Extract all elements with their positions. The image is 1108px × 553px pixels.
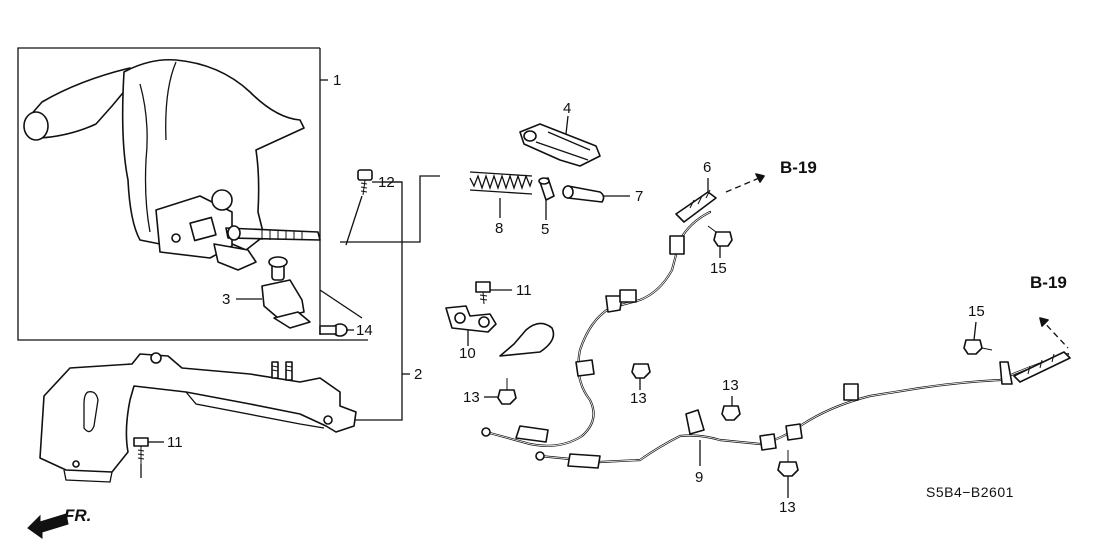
drawing-code: S5B4−B2601 [926, 484, 1014, 500]
clip-10 [445, 305, 497, 333]
callout-6: 6 [703, 159, 712, 176]
bolt-12 [357, 169, 373, 196]
sleeve-5 [538, 177, 555, 201]
bracket-3 [261, 256, 311, 329]
equalizer-4 [519, 123, 601, 167]
cap-7 [562, 185, 605, 203]
callout-4: 4 [563, 100, 572, 117]
leader-15-right [973, 321, 977, 341]
callout-13-center: 13 [630, 390, 647, 407]
callout-10: 10 [459, 345, 476, 362]
callout-15-upper: 15 [710, 260, 727, 277]
callout-13-bottom: 13 [779, 499, 796, 516]
bolt-13-left [497, 378, 517, 405]
spring-8 [469, 171, 533, 195]
bolt-13-right [721, 405, 741, 421]
lever-assembly-box [17, 47, 368, 341]
leader-8-group [340, 175, 440, 243]
parking-brake-cable-right [535, 351, 1071, 469]
nut-15-right [963, 339, 993, 355]
callout-9: 9 [695, 469, 704, 486]
reference-b19-right: B-19 [1030, 273, 1067, 292]
leader-4 [565, 115, 569, 135]
leader-2 [344, 181, 403, 421]
callout-7: 7 [635, 188, 644, 205]
bolt-13-bottom [777, 450, 799, 477]
callout-1: 1 [333, 72, 342, 89]
callout-5: 5 [541, 221, 550, 238]
callout-2: 2 [414, 366, 423, 383]
callout-11-lower: 11 [167, 434, 183, 451]
callout-3: 3 [222, 291, 231, 308]
parking-brake-cable-left [481, 189, 717, 447]
bolt-11-lower [133, 437, 149, 464]
callout-12: 12 [378, 174, 395, 191]
bolt-13-center [631, 363, 651, 379]
mounting-bracket [39, 352, 357, 483]
callout-8: 8 [495, 220, 504, 237]
callout-11-upper: 11 [516, 282, 532, 299]
bolt-11-upper [475, 281, 491, 305]
nut-15-upper [707, 225, 733, 247]
parking-brake-lever [23, 58, 321, 271]
callout-15-right: 15 [968, 303, 985, 320]
reference-b19-top: B-19 [780, 158, 817, 177]
callout-13-right: 13 [722, 377, 739, 394]
front-marker-label: FR. [64, 506, 92, 525]
bolt-14 [319, 323, 348, 337]
callout-13-left: 13 [463, 389, 480, 406]
front-direction-arrow [27, 513, 69, 539]
callout-14: 14 [356, 322, 373, 339]
arrow-to-ref-right [1039, 317, 1069, 349]
